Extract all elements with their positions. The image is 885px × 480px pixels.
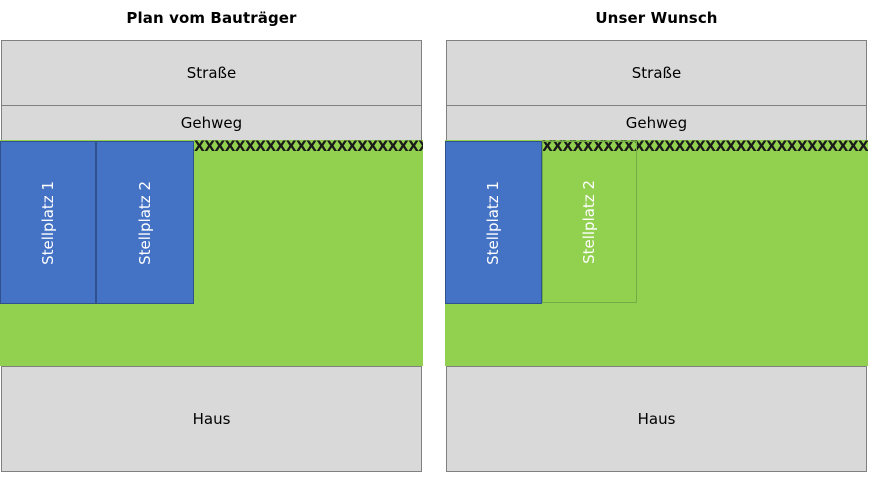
band-gehweg-right-label: Gehweg xyxy=(625,114,688,132)
band-gehweg-right: Gehweg xyxy=(446,105,867,141)
parking-bay-2-left: Stellplatz 2 xyxy=(96,141,194,304)
band-haus-right: Haus xyxy=(446,366,867,472)
band-strasse-right: Straße xyxy=(446,40,867,106)
parking-bay-1-right-label: Stellplatz 1 xyxy=(484,180,502,265)
band-gehweg-left-label: Gehweg xyxy=(180,114,243,132)
parking-bay-1-left: Stellplatz 1 xyxy=(0,141,96,304)
plan-bautraeger: Plan vom Bauträger Straße Gehweg XXXXXXX… xyxy=(0,0,425,480)
plan-wunsch: Unser Wunsch Straße Gehweg XXXXXXXXXXXXX… xyxy=(445,0,870,480)
band-haus-right-label: Haus xyxy=(637,410,676,428)
parking-bay-2-right: Stellplatz 2 xyxy=(542,141,637,303)
parking-bay-1-right: Stellplatz 1 xyxy=(445,141,542,304)
plan-title-left: Plan vom Bauträger xyxy=(126,9,297,27)
band-strasse-left: Straße xyxy=(1,40,422,106)
band-haus-left: Haus xyxy=(1,366,422,472)
band-haus-left-label: Haus xyxy=(192,410,231,428)
plan-title-right: Unser Wunsch xyxy=(595,9,718,27)
hedge-row-left: XXXXXXXXXXXXXXXXXXXXXXXXXXXXXXXXXXXXXXXX… xyxy=(194,140,423,155)
band-gehweg-left: Gehweg xyxy=(1,105,422,141)
band-strasse-right-label: Straße xyxy=(631,64,682,82)
parking-bay-2-right-label: Stellplatz 2 xyxy=(580,180,598,264)
parking-bay-1-left-label: Stellplatz 1 xyxy=(38,180,57,265)
hedge-row-right: XXXXXXXXXXXXXXXXXXXXXXXXXXXXXXXXXXXXXXXX… xyxy=(542,140,868,155)
parking-bay-2-left-label: Stellplatz 2 xyxy=(135,180,154,265)
band-strasse-left-label: Straße xyxy=(186,64,237,82)
